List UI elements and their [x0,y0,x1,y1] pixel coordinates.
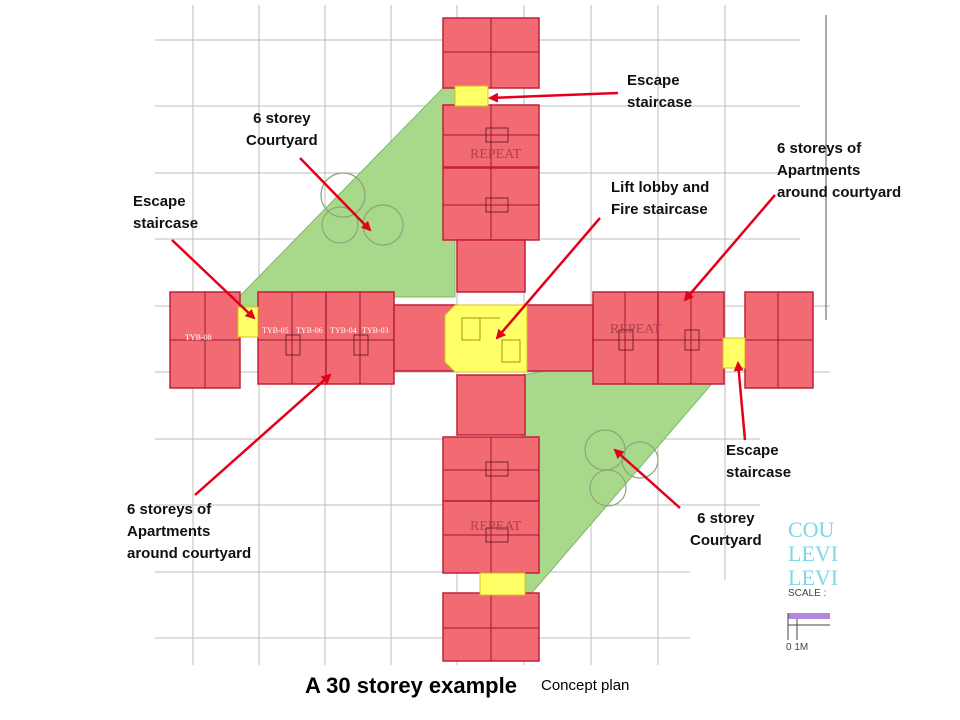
unit-label-1: TYB-05 [262,326,289,335]
page-title: A 30 storey example [305,673,517,698]
arrow-escape-right [733,361,747,441]
stair-symbols [285,127,700,543]
unit-label-5: TYB-08 [185,333,212,342]
repeat-label-right: REPEAT [610,322,662,337]
unit-label-4: TYB-03 [362,326,389,335]
arrow-escape-top [488,91,619,103]
escape-stair-bottom [479,572,526,596]
scale-label: SCALE : [788,588,827,599]
unit-label-3: TYB-04 [330,326,357,335]
arrow-apartments-right [683,194,776,302]
repeat-label-bottom: REPEAT [470,519,522,534]
page-subtitle: Concept plan [541,677,630,694]
repeat-label-top: REPEAT [470,147,522,162]
arrow-courtyard-bottom [613,448,681,509]
interior-walls [170,18,813,661]
arrow-escape-left [171,239,256,320]
scale-zero-label: 0 1M [786,642,809,653]
block-north-core-apt [456,239,526,293]
annotation-arrows [171,91,776,509]
block-east-core-apt [524,304,594,372]
arrow-apartments-left [194,373,332,496]
courtyard-bottom [521,361,723,596]
unit-label-2: TYB-06 [296,326,323,335]
lift-lobby [444,304,528,373]
stair-areas [237,85,746,596]
block-south-core-apt [456,374,526,436]
arrow-courtyard-top [299,157,372,232]
plan-labels: REPEAT REPEAT REPEAT TYB-05 TYB-06 TYB-0… [185,147,662,534]
arrow-lift-lobby [495,217,601,340]
escape-stair-right [722,337,746,369]
escape-stair-top [454,85,489,107]
lift-lobby-detail [461,317,521,363]
scale-bar [787,613,830,640]
